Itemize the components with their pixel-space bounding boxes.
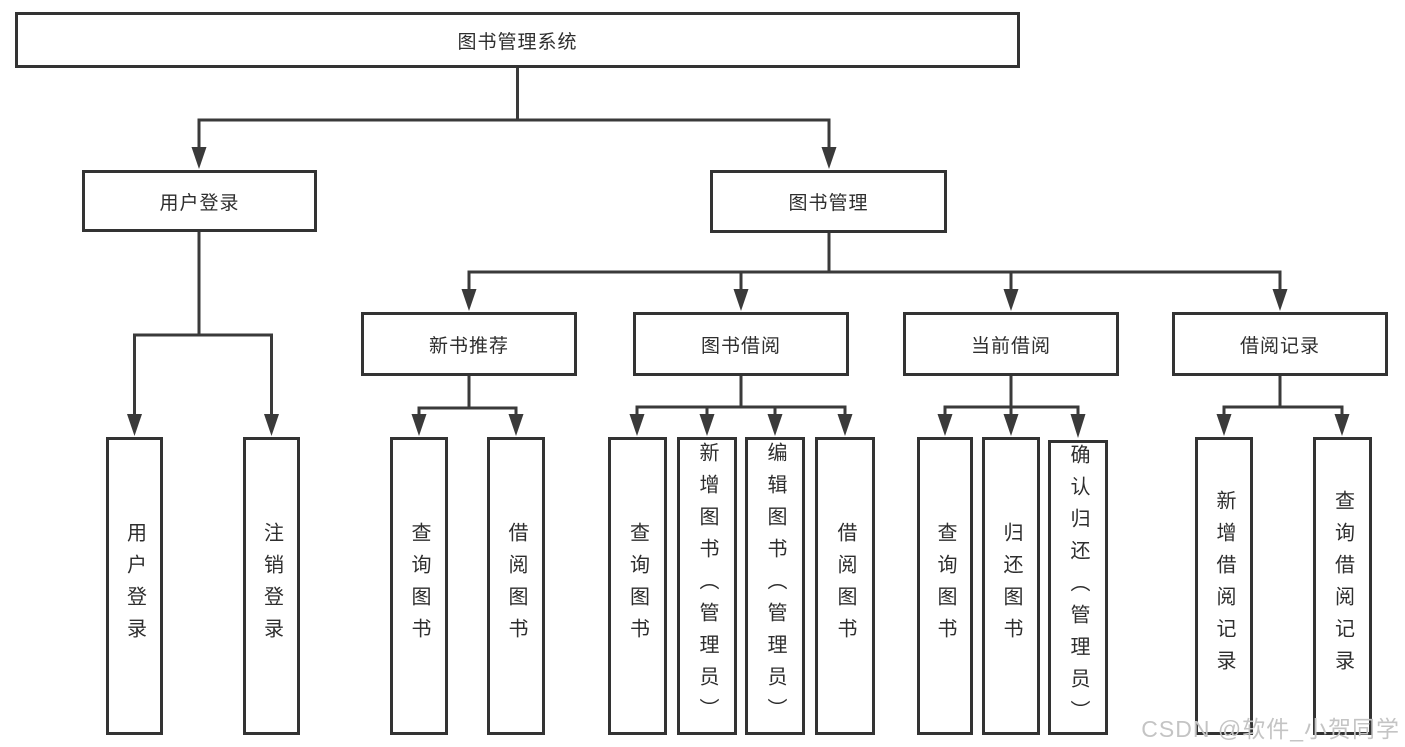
leaf-newbook-query-books: 查询图书: [390, 437, 448, 735]
node-book-management: 图书管理: [710, 170, 947, 233]
leaf-borrow-edit-books-admin: 编辑图书（管理员）: [745, 437, 805, 735]
node-root: 图书管理系统: [15, 12, 1020, 68]
leaf-current-query-books: 查询图书: [917, 437, 973, 735]
leaf-current-return-books: 归还图书: [982, 437, 1040, 735]
node-borrow-record: 借阅记录: [1172, 312, 1388, 376]
leaf-user-login: 用户登录: [106, 437, 163, 735]
leaf-borrow-query-books: 查询图书: [608, 437, 667, 735]
node-user-login: 用户登录: [82, 170, 317, 232]
csdn-watermark: CSDN @软件_小贺同学: [1141, 716, 1400, 742]
node-current-borrow: 当前借阅: [903, 312, 1119, 376]
leaf-record-add-record: 新增借阅记录: [1195, 437, 1253, 735]
leaf-borrow-borrow-books: 借阅图书: [815, 437, 875, 735]
node-book-borrow: 图书借阅: [633, 312, 849, 376]
leaf-record-query-record: 查询借阅记录: [1313, 437, 1372, 735]
leaf-logout: 注销登录: [243, 437, 300, 735]
node-new-book-recommend: 新书推荐: [361, 312, 577, 376]
leaf-newbook-borrow-books: 借阅图书: [487, 437, 545, 735]
leaf-current-confirm-return-admin: 确认归还（管理员）: [1048, 440, 1108, 735]
leaf-borrow-add-books-admin: 新增图书（管理员）: [677, 437, 737, 735]
